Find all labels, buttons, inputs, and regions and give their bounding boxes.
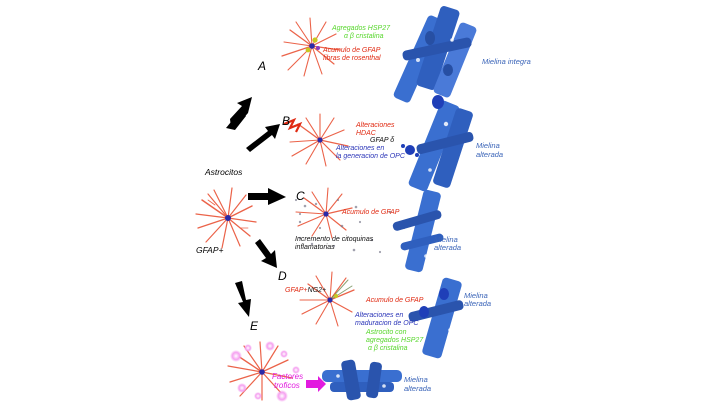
label-e: E bbox=[250, 319, 259, 333]
c-myelin-label-2: alterada bbox=[434, 243, 462, 252]
aggregate-a-1 bbox=[312, 37, 318, 43]
arrow-to-a bbox=[226, 97, 252, 130]
label-gfap-positive: GFAP+ bbox=[196, 245, 224, 255]
label-b: B bbox=[282, 114, 291, 128]
a-myelin-label: Mielina integra bbox=[482, 57, 531, 66]
trophic-factor-spots bbox=[230, 341, 300, 402]
b-blue-line-2: la generacion de OPC bbox=[336, 153, 405, 160]
e-myelin-label-1: Mielina bbox=[404, 375, 428, 384]
astrocyte-e-nucleus bbox=[259, 369, 265, 375]
d-green-line-1: Astrocito con bbox=[366, 329, 407, 336]
astrocyte-c-nucleus bbox=[323, 211, 329, 217]
astrocyte-a-nucleus bbox=[309, 43, 315, 49]
e-pink-line-1: Factores bbox=[272, 372, 304, 381]
arrow-to-d bbox=[255, 239, 277, 268]
d-red-line-1: Acumulo de GFAP bbox=[366, 297, 424, 304]
c-red-line-1: Acumulo de GFAP bbox=[342, 209, 400, 216]
astrocyte-a bbox=[281, 17, 341, 77]
astrocyte-center bbox=[195, 187, 257, 249]
b-myelin-label-1: Mielina bbox=[476, 141, 500, 150]
a-green-line-1: Agregados HSP27 bbox=[332, 25, 390, 32]
aggregate-d bbox=[334, 294, 338, 298]
a-green-line-2: α β cristalina bbox=[344, 33, 384, 40]
b-black-line-1: GFAP δ bbox=[370, 137, 395, 144]
aggregate-a-2 bbox=[305, 47, 311, 53]
label-astrocitos: Astrocitos bbox=[205, 167, 243, 177]
d-myelin-label-1: Mielina bbox=[464, 291, 488, 300]
astrocyte-d bbox=[299, 271, 355, 327]
lightning-icon bbox=[283, 117, 303, 133]
d-green-line-2: agregados HSP27 bbox=[366, 337, 424, 344]
astrocyte-b-nucleus bbox=[317, 137, 323, 143]
astrocyte-c bbox=[295, 187, 353, 239]
b-myelin-label-2: alterada bbox=[476, 150, 504, 159]
a-red-line-2: fibras de rosenthal bbox=[323, 55, 381, 62]
c-black-line-2: inflamatorias bbox=[295, 244, 335, 251]
a-red-line-1: Acumulo de GFAP bbox=[323, 47, 381, 54]
astrocyte-center-nucleus bbox=[225, 215, 231, 221]
myelin-d bbox=[408, 277, 464, 359]
d-marker-labels: GFAP+NG2+ bbox=[285, 287, 326, 295]
b-red-line-1: Alteraciones bbox=[356, 122, 395, 129]
myelin-c bbox=[392, 189, 444, 273]
d-gfap-label: GFAP+ bbox=[285, 287, 308, 294]
d-blue-line-1: Alteraciones en bbox=[355, 312, 404, 319]
opc-processes-d bbox=[329, 279, 353, 301]
arrow-to-c bbox=[248, 188, 286, 205]
c-black-line-1: Incremento de citoquinas bbox=[295, 236, 374, 243]
myelin-e bbox=[322, 359, 402, 401]
astrocyte-e bbox=[227, 341, 293, 401]
e-myelin-label-2: alterada bbox=[404, 384, 432, 393]
label-d: D bbox=[278, 269, 287, 283]
d-blue-line-2: maduracion de OPC bbox=[355, 320, 419, 327]
astrocyte-d-nucleus bbox=[327, 297, 333, 303]
c-myelin-label-1: Mielina bbox=[434, 235, 458, 244]
label-c: C bbox=[296, 189, 305, 203]
b-blue-line-1: Alteraciones en bbox=[336, 145, 385, 152]
arrow-to-e bbox=[235, 281, 251, 317]
d-green-line-3: α β cristalina bbox=[368, 345, 408, 352]
aggregate-a-3 bbox=[316, 46, 320, 50]
astrocyte-b bbox=[289, 113, 349, 167]
cytokine-particles bbox=[294, 198, 406, 254]
d-myelin-label-2: alterada bbox=[464, 299, 492, 308]
arrow-to-b bbox=[246, 124, 280, 152]
d-ng2-label: NG2+ bbox=[307, 287, 327, 294]
myelin-a bbox=[393, 6, 477, 103]
b-red-line-2: HDAC bbox=[356, 130, 376, 137]
pink-arrow-icon bbox=[306, 376, 326, 392]
label-a: A bbox=[258, 59, 267, 73]
myelin-b bbox=[401, 95, 474, 192]
e-pink-line-2: troficos bbox=[274, 381, 300, 390]
